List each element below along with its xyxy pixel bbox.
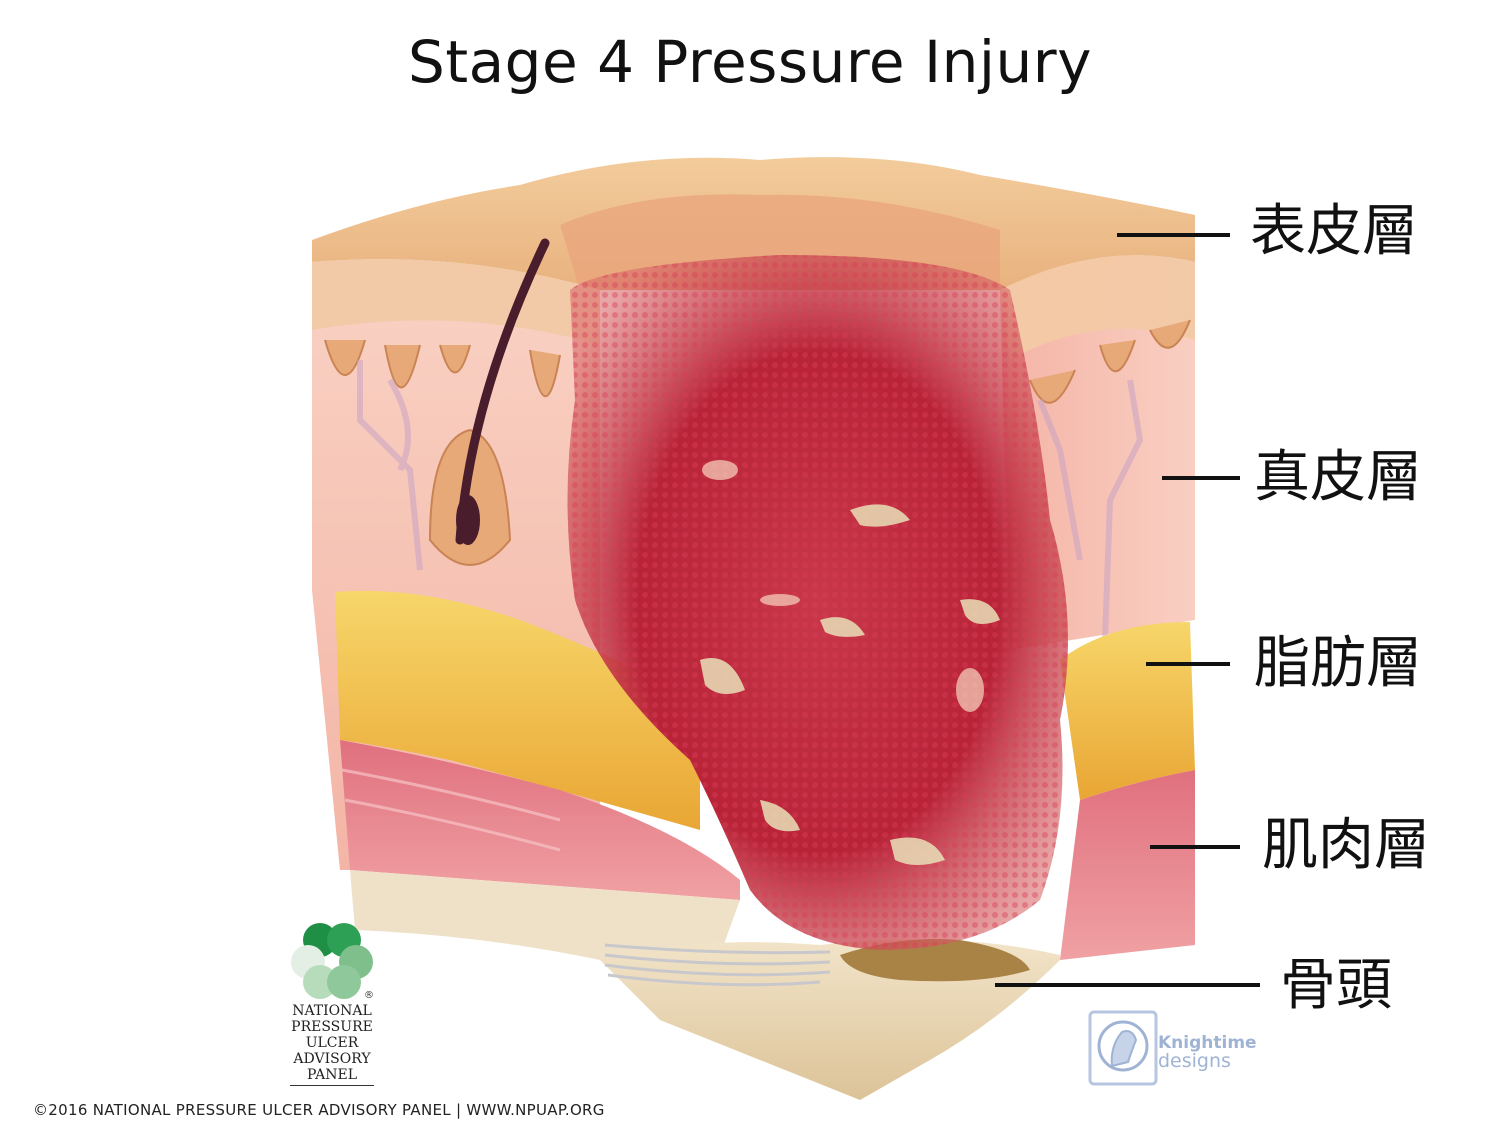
registered-mark: ® bbox=[364, 990, 374, 1001]
npuap-underline bbox=[290, 1085, 374, 1086]
layer-label-dermis: 真皮層 bbox=[1254, 445, 1422, 510]
layer-label-fat: 脂肪層 bbox=[1254, 631, 1422, 696]
npuap-logo-text: NATIONAL PRESSURE ULCER ADVISORY PANEL bbox=[282, 1003, 382, 1083]
npuap-line: PANEL bbox=[306, 1067, 357, 1083]
knightime-line2: designs bbox=[1158, 1050, 1231, 1072]
knightime-logo-icon bbox=[1088, 1010, 1158, 1086]
npuap-line: NATIONAL bbox=[292, 1003, 372, 1019]
layer-label-muscle: 肌肉層 bbox=[1262, 813, 1430, 878]
fat-leader-line bbox=[1146, 662, 1230, 666]
copyright-footer: ©2016 NATIONAL PRESSURE ULCER ADVISORY P… bbox=[33, 1101, 605, 1119]
npuap-line: PRESSURE bbox=[291, 1019, 373, 1035]
muscle-layer-left bbox=[340, 740, 740, 900]
rete-ridges-left bbox=[324, 339, 561, 398]
npuap-line: ADVISORY bbox=[293, 1051, 371, 1067]
epidermis-leader-line bbox=[1117, 233, 1230, 237]
knightime-logo-text: Knightime designs bbox=[1158, 1033, 1257, 1072]
npuap-logo-icon bbox=[291, 923, 373, 999]
bone-leader-line bbox=[995, 983, 1260, 987]
fat-layer-right bbox=[1060, 622, 1195, 800]
slough bbox=[700, 504, 1000, 865]
layer-label-bone: 骨頭 bbox=[1280, 953, 1392, 1018]
fat-layer-left bbox=[335, 590, 700, 830]
npuap-line: ULCER bbox=[305, 1035, 359, 1051]
knightime-line1: Knightime bbox=[1158, 1033, 1257, 1053]
dermis-leader-line bbox=[1162, 476, 1240, 480]
muscle-layer-right bbox=[1060, 770, 1195, 960]
tendon bbox=[604, 943, 831, 987]
page-title: Stage 4 Pressure Injury bbox=[408, 28, 1092, 96]
muscle-leader-line bbox=[1150, 845, 1240, 849]
layer-label-epidermis: 表皮層 bbox=[1250, 199, 1418, 264]
